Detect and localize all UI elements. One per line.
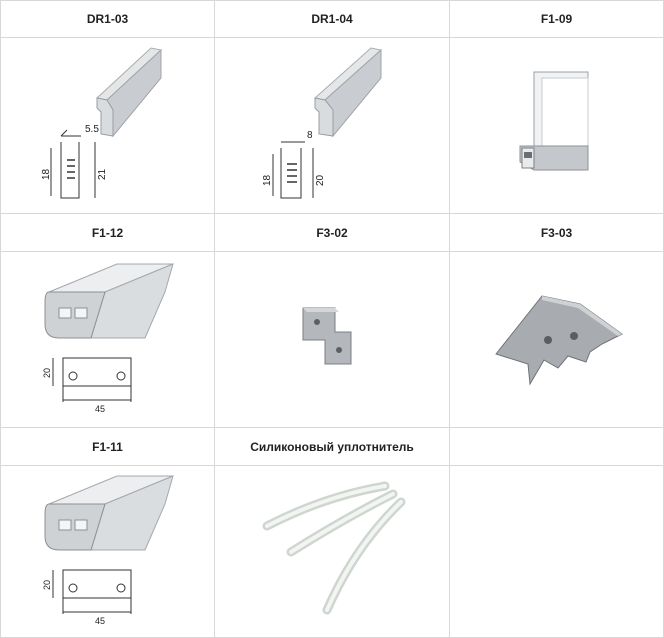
product-title-f1-11: F1-11 bbox=[0, 428, 215, 466]
profile-illustration bbox=[44, 475, 174, 551]
product-title-f3-02: F3-02 bbox=[215, 214, 450, 252]
product-title-f1-09: F1-09 bbox=[450, 0, 664, 38]
dim-height-outer-label: 18 bbox=[262, 174, 273, 186]
dim-height-inner-label: 20 bbox=[315, 174, 326, 186]
product-image-silicone-seal bbox=[215, 466, 450, 638]
product-title-empty bbox=[450, 428, 664, 466]
product-image-f1-12: 20 45 bbox=[0, 252, 215, 428]
frame-corner-illustration bbox=[519, 71, 589, 171]
silicone-seal-illustration bbox=[262, 481, 406, 615]
profile-illustration bbox=[44, 263, 174, 339]
product-image-dr1-04: 8 18 20 bbox=[215, 38, 450, 214]
dim-height-label: 20 bbox=[42, 368, 52, 378]
profile-illustration bbox=[313, 47, 383, 138]
dim-width-label: 8 bbox=[307, 130, 313, 141]
dimension-drawing bbox=[272, 141, 314, 199]
product-image-f1-09 bbox=[450, 38, 664, 214]
product-title-f1-12: F1-12 bbox=[0, 214, 215, 252]
product-title-f3-03: F3-03 bbox=[450, 214, 664, 252]
dimension-drawing bbox=[52, 569, 132, 614]
corner-connector-illustration bbox=[302, 307, 352, 365]
product-image-dr1-03: 5.5 18 21 bbox=[0, 38, 215, 214]
product-image-f3-03 bbox=[450, 252, 664, 428]
dim-width-label: 45 bbox=[95, 616, 105, 626]
product-title-dr1-04: DR1-04 bbox=[215, 0, 450, 38]
dim-height-outer-label: 18 bbox=[41, 168, 52, 180]
product-image-f3-02 bbox=[215, 252, 450, 428]
profile-illustration bbox=[95, 47, 163, 138]
dim-width-label: 45 bbox=[95, 404, 105, 414]
dim-height-inner-label: 21 bbox=[97, 168, 108, 180]
product-image-f1-11: 20 45 bbox=[0, 466, 215, 638]
product-title-dr1-03: DR1-03 bbox=[0, 0, 215, 38]
dimension-drawing bbox=[52, 357, 132, 402]
dimension-drawing bbox=[50, 129, 96, 199]
dim-width-label: 5.5 bbox=[85, 124, 99, 135]
product-title-silicone-seal: Силиконовый уплотнитель bbox=[215, 428, 450, 466]
product-image-empty bbox=[450, 466, 664, 638]
corner-plate-illustration bbox=[495, 295, 623, 386]
dim-height-label: 20 bbox=[42, 580, 52, 590]
